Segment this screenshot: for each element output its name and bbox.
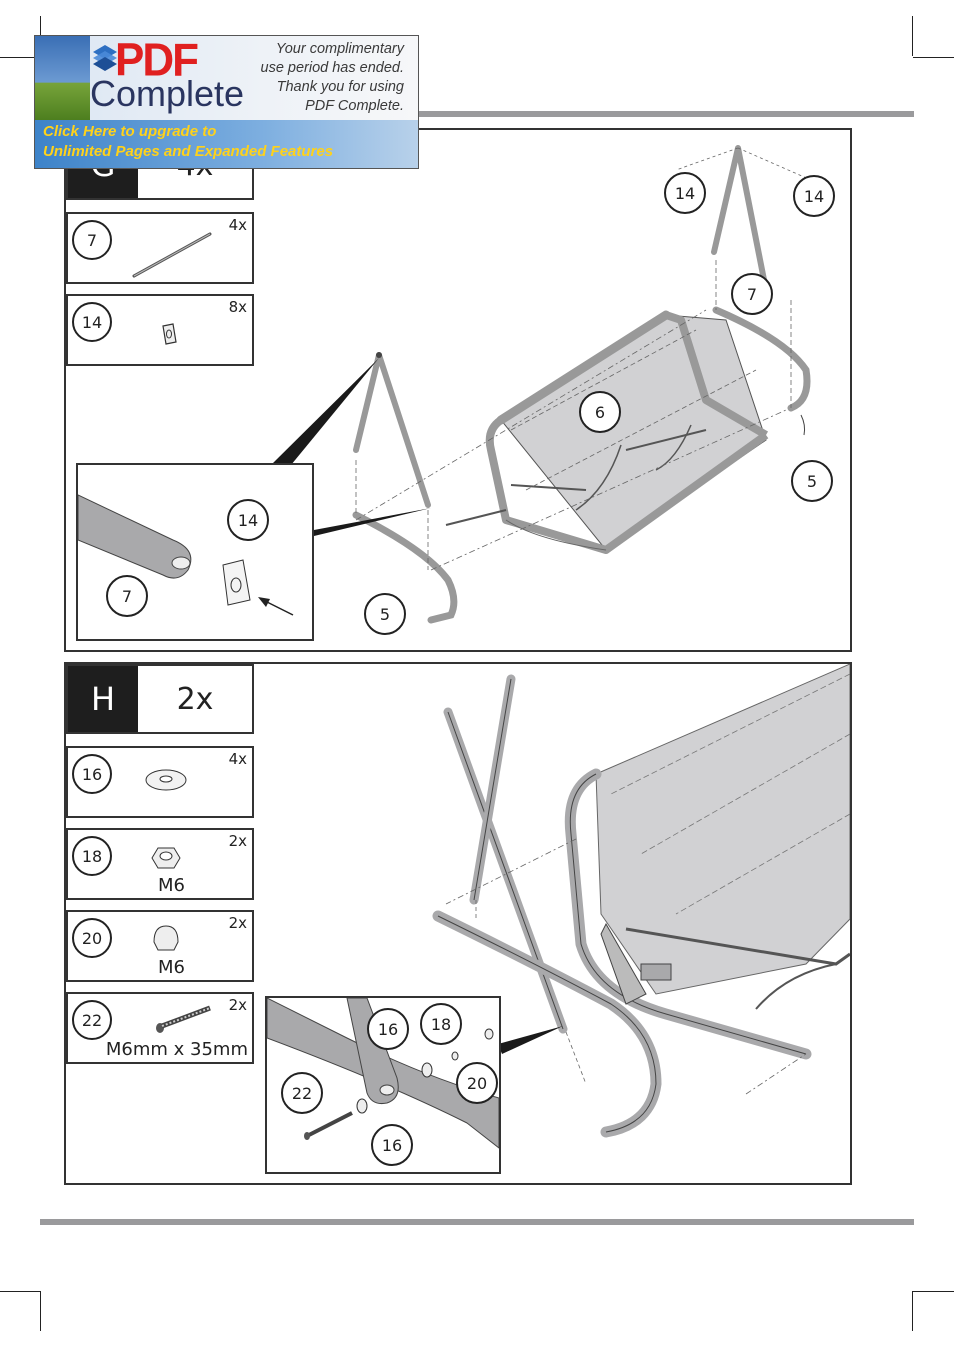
callout-part-6: 6 (579, 391, 621, 433)
callout-part-5: 5 (364, 593, 406, 635)
callout-part-5: 5 (791, 460, 833, 502)
part-quantity: 2x (228, 996, 247, 1014)
part-quantity: 2x (228, 832, 247, 850)
logo-pdf: PDF (115, 35, 199, 87)
upgrade-banner[interactable]: PDF Complete Your complimentary use peri… (34, 35, 419, 169)
banner-cta-bar[interactable] (35, 120, 418, 168)
cta-line[interactable]: Click Here to upgrade to (43, 123, 217, 140)
part-card-14: 14 8x (66, 294, 254, 366)
washer-icon (145, 769, 187, 791)
part-number: 14 (72, 302, 112, 342)
rod-icon (132, 232, 212, 278)
banner-photo (35, 36, 90, 120)
top-rule (40, 111, 914, 117)
step-g-panel: G 4x 7 4x 14 8x (64, 128, 852, 652)
hex-nut-icon (151, 847, 181, 869)
part-quantity: 2x (228, 914, 247, 932)
part-card-16: 16 4x (66, 746, 254, 818)
step-h-header: H 2x (66, 664, 254, 734)
part-number: 7 (72, 220, 112, 260)
bottom-rule (40, 1219, 914, 1225)
part-size: M6 (158, 957, 185, 978)
step-h-panel: H 2x 16 4x 18 2x M6 20 2x M6 22 2x M6mm … (64, 662, 852, 1185)
callout-part-14: 14 (793, 175, 835, 217)
message-line: use period has ended. (260, 60, 405, 76)
inset-callout-20: 20 (456, 1062, 498, 1104)
step-h-drawing (432, 664, 850, 1138)
crop-mark (913, 1291, 954, 1292)
part-card-22: 22 2x M6mm x 35mm (66, 992, 254, 1064)
part-quantity: 4x (228, 216, 247, 234)
cta-line[interactable]: Unlimited Pages and Expanded Features (43, 143, 334, 160)
crop-mark (912, 1291, 913, 1331)
inset-callout-16: 16 (371, 1124, 413, 1166)
part-quantity: 8x (228, 298, 247, 316)
part-size: M6mm x 35mm (105, 1039, 248, 1060)
cap-nut-icon (153, 925, 179, 951)
upgrade-link[interactable]: Click Here to upgrade to Unlimited Pages… (43, 122, 333, 162)
inset-callout-18: 18 (420, 1003, 462, 1045)
inset-callout-14: 14 (227, 499, 269, 541)
callout-part-14: 14 (664, 172, 706, 214)
message-line: PDF Complete. (305, 98, 404, 114)
part-quantity: 4x (228, 750, 247, 768)
part-card-18: 18 2x M6 (66, 828, 254, 900)
crop-mark (0, 57, 40, 58)
inset-callout-7: 7 (106, 575, 148, 617)
washer-plate-icon (162, 323, 177, 345)
inset-callout-22: 22 (281, 1072, 323, 1114)
part-card-7: 7 4x (66, 212, 254, 284)
pdf-layers-icon (93, 45, 117, 71)
inset-callout-16: 16 (367, 1008, 409, 1050)
step-g-detail-inset: 14 7 (76, 463, 314, 641)
detail-drawing (78, 494, 294, 616)
crop-mark (913, 57, 954, 58)
part-number: 22 (72, 1000, 112, 1040)
part-number: 18 (72, 836, 112, 876)
part-card-20: 20 2x M6 (66, 910, 254, 982)
logo-complete: Complete (90, 73, 245, 114)
crop-mark (0, 1291, 40, 1292)
part-size: M6 (158, 875, 185, 896)
bolt-icon (156, 1005, 211, 1033)
step-h-quantity: 2x (176, 681, 214, 717)
part-number: 16 (72, 754, 112, 794)
step-h-detail-inset: 16 18 20 22 16 (265, 996, 501, 1174)
crop-mark (912, 16, 913, 56)
part-number: 20 (72, 918, 112, 958)
message-line: Thank you for using (276, 79, 404, 95)
message-line: Your complimentary (275, 41, 404, 57)
step-g-drawing (271, 145, 812, 624)
callout-part-7: 7 (731, 273, 773, 315)
detail-drawing (267, 998, 499, 1149)
crop-mark (40, 1291, 41, 1331)
step-h-letter: H (68, 666, 138, 732)
banner-message: Your complimentary use period has ended.… (234, 40, 405, 116)
